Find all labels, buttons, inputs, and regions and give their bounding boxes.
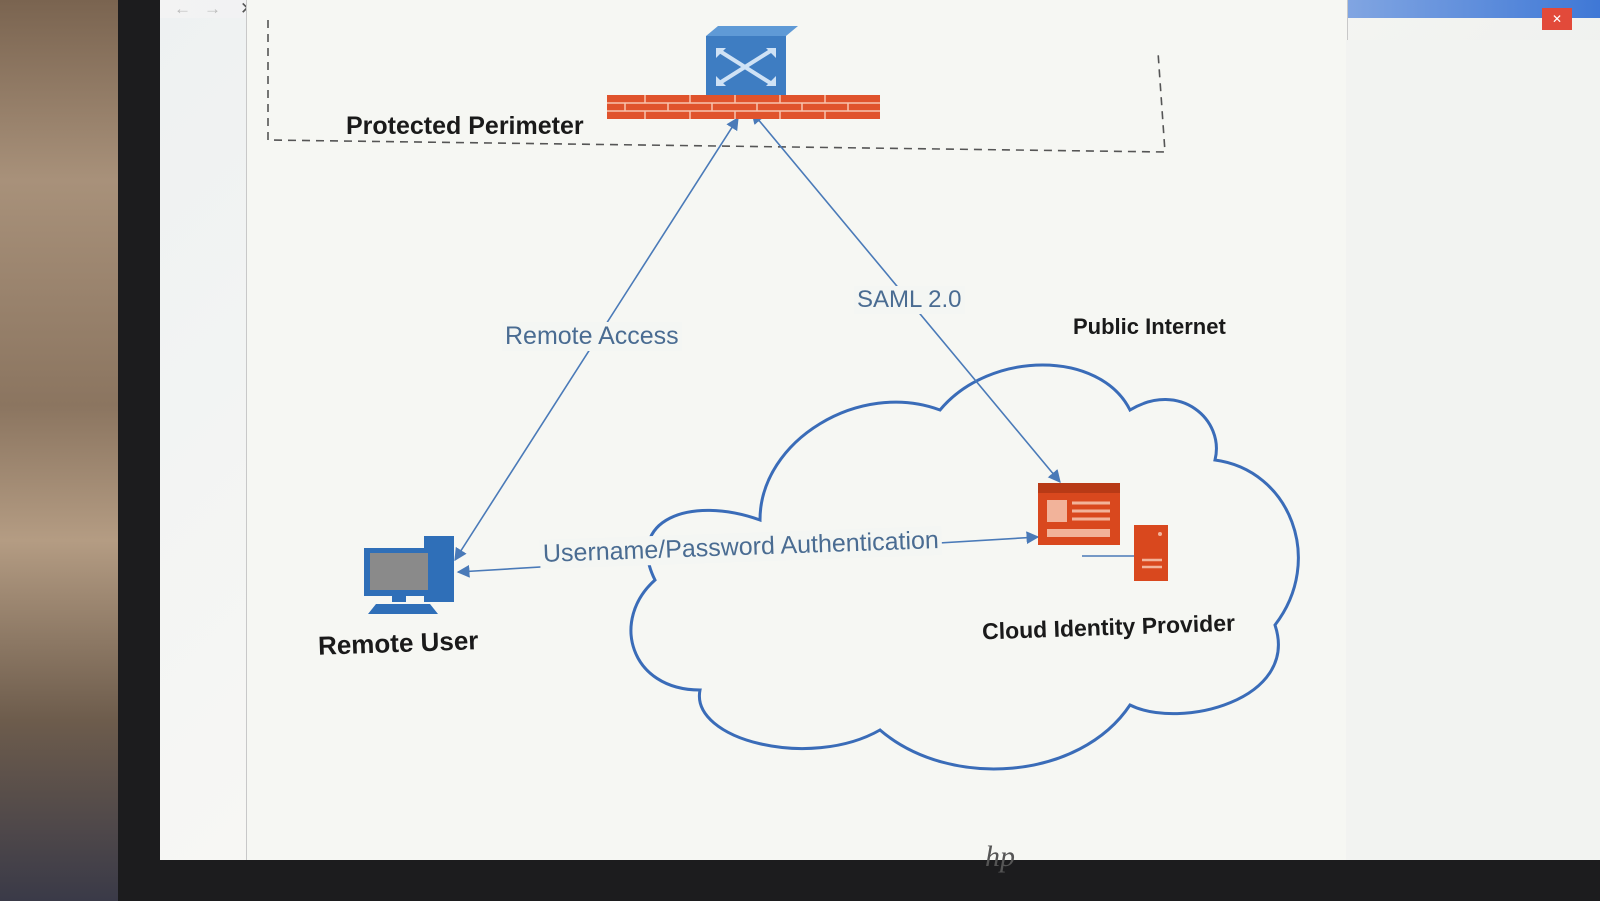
public-internet-label: Public Internet [1073,314,1226,339]
remote-access-label: Remote Access [502,322,682,351]
remote-user-label: Remote User [317,625,479,661]
protected-perimeter-boundary [267,20,1166,153]
identity-provider-icon [1038,483,1120,545]
side-pane [1346,40,1600,860]
hp-logo: hp [985,840,1015,873]
window-close-button[interactable]: ✕ [1542,8,1572,30]
back-arrow-icon[interactable]: ← [174,0,191,18]
server-icon [1134,525,1168,581]
router-icon [706,26,798,96]
forward-arrow-icon[interactable]: → [204,0,221,18]
desktop-computer-icon [364,536,454,614]
public-internet-cloud [629,363,1300,771]
firewall-icon [607,95,880,119]
saml-label: SAML 2.0 [854,286,965,314]
protected-perimeter-label: Protected Perimeter [346,112,584,140]
